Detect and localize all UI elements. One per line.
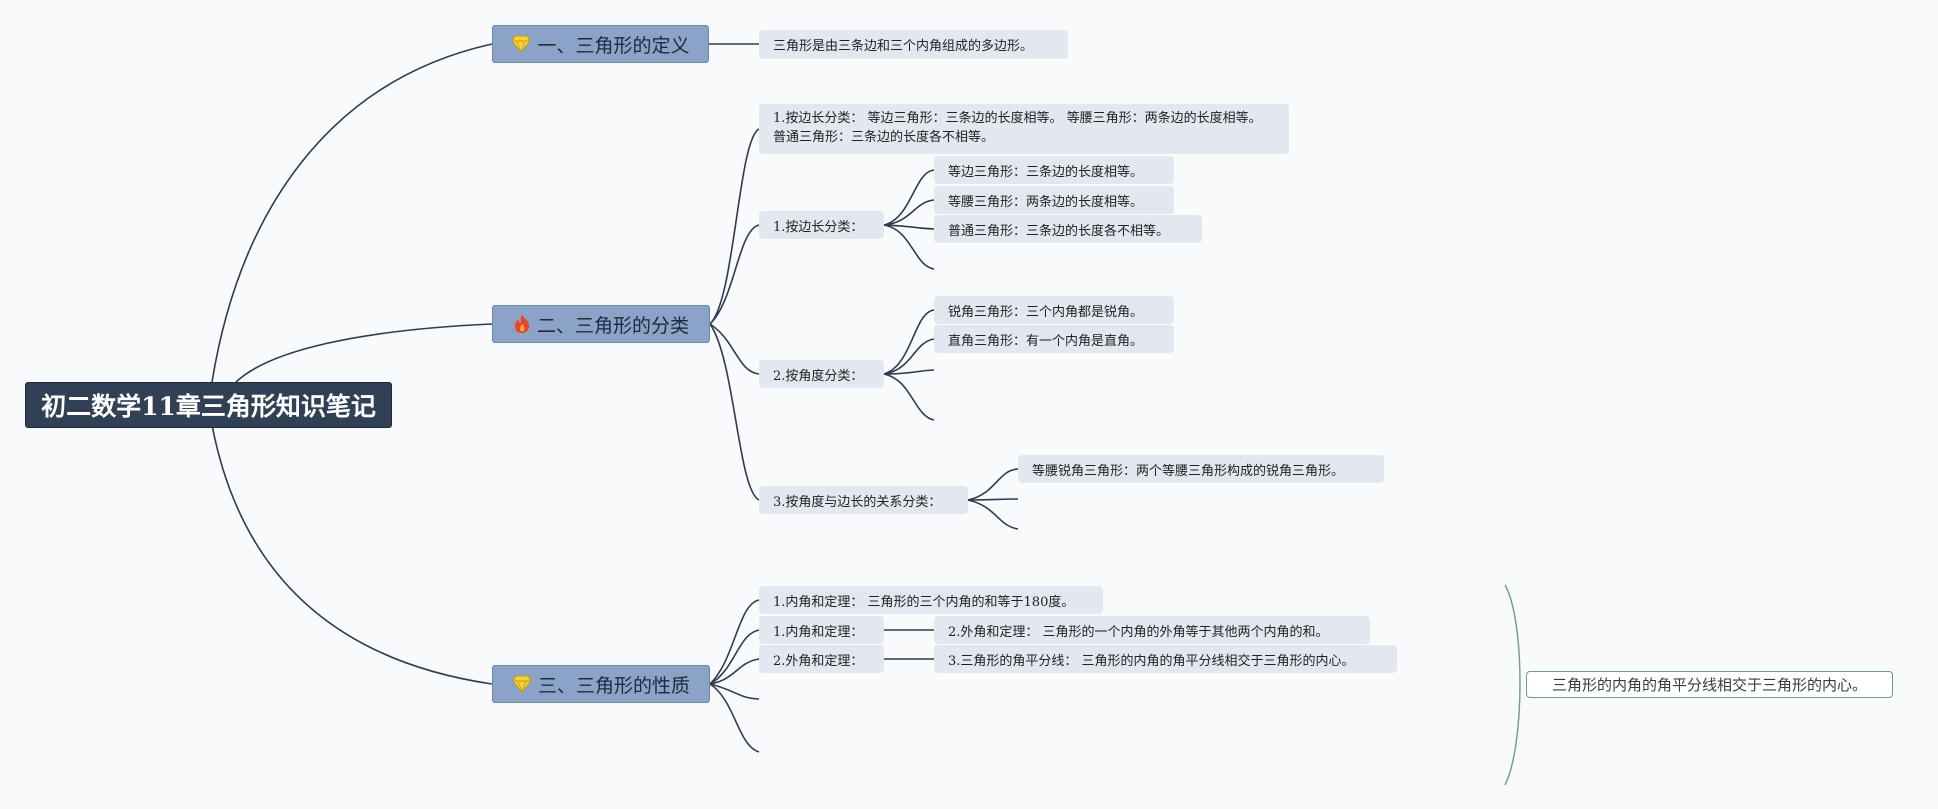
- definition-leaf[interactable]: 三角形是由三条边和三个内角组成的多边形。: [759, 30, 1068, 59]
- link-byangle-1: [883, 309, 935, 375]
- link-class-summary: [709, 128, 760, 325]
- branch-classification[interactable]: 二、三角形的分类: [492, 305, 710, 343]
- fire-icon: [513, 314, 531, 334]
- property-leaf[interactable]: 1.内角和定理： 三角形的三个内角的和等于180度。: [759, 586, 1103, 614]
- property-sub-leaf[interactable]: 2.外角和定理： 三角形的一个内角的外角等于其他两个内角的和。: [934, 616, 1370, 644]
- by-angle-item[interactable]: 直角三角形：有一个内角是直角。: [934, 325, 1174, 353]
- property-sub-text: 3.三角形的角平分线： 三角形的内角的角平分线相交于三角形的内心。: [948, 653, 1355, 669]
- link-prop-5: [709, 683, 760, 753]
- root-topic-label: 初二数学11章三角形知识笔记: [41, 392, 376, 421]
- property-sub-text: 2.外角和定理： 三角形的一个内角的外角等于其他两个内角的和。: [948, 624, 1329, 640]
- link-byangleside-2: [967, 498, 1019, 501]
- link-byangleside-1: [967, 468, 1019, 501]
- by-angle-side-item[interactable]: 等腰锐角三角形：两个等腰三角形构成的锐角三角形。: [1018, 455, 1384, 483]
- link-byside-4: [883, 224, 935, 270]
- classification-summary-leaf[interactable]: 1.按边长分类： 等边三角形：三条边的长度相等。 等腰三角形：两条边的长度相等。…: [759, 104, 1289, 154]
- by-side-item[interactable]: 普通三角形：三条边的长度各不相等。: [934, 215, 1202, 243]
- branch-classification-label: 二、三角形的分类: [536, 314, 689, 337]
- branch-definition[interactable]: 一、三角形的定义: [492, 25, 709, 63]
- link-class-byangleside: [709, 323, 760, 501]
- link-root-properties: [211, 424, 493, 685]
- link-prop-4: [709, 683, 760, 700]
- link-class-byangle: [709, 323, 760, 375]
- link-prop-3: [709, 658, 760, 685]
- summary-note[interactable]: 三角形的内角的角平分线相交于三角形的内心。: [1526, 671, 1893, 698]
- link-root-classification: [235, 323, 493, 383]
- by-angle-item-text: 直角三角形：有一个内角是直角。: [948, 333, 1144, 349]
- summary-brace: [1504, 584, 1521, 786]
- diamond-icon: [512, 675, 532, 693]
- property-text: 1.内角和定理： 三角形的三个内角的和等于180度。: [773, 594, 1075, 610]
- by-side-item-text: 等腰三角形：两条边的长度相等。: [948, 194, 1144, 210]
- link-byside-1: [883, 169, 935, 226]
- property-text: 1.内角和定理：: [773, 624, 864, 640]
- by-angle-side-item-text: 等腰锐角三角形：两个等腰三角形构成的锐角三角形。: [1032, 463, 1345, 479]
- by-side-topic[interactable]: 1.按边长分类：: [759, 211, 884, 239]
- by-angle-side-topic[interactable]: 3.按角度与边长的关系分类：: [759, 486, 968, 514]
- summary-note-text: 三角形的内角的角平分线相交于三角形的内心。: [1551, 676, 1867, 694]
- definition-text: 三角形是由三条边和三个内角组成的多边形。: [773, 39, 1034, 54]
- link-prop-2: [709, 629, 760, 685]
- root-topic[interactable]: 初二数学11章三角形知识笔记: [25, 382, 392, 428]
- link-root-definition: [211, 43, 493, 383]
- link-byangle-2: [883, 338, 935, 375]
- by-side-item[interactable]: 等腰三角形：两条边的长度相等。: [934, 186, 1174, 214]
- link-byangle-4: [883, 373, 935, 421]
- link-byangleside-3: [967, 499, 1019, 530]
- by-angle-item[interactable]: 锐角三角形：三个内角都是锐角。: [934, 296, 1174, 324]
- link-byside-2: [883, 199, 935, 226]
- property-leaf[interactable]: 1.内角和定理：: [759, 616, 884, 644]
- by-angle-side-label: 3.按角度与边长的关系分类：: [773, 494, 942, 510]
- property-text: 2.外角和定理：: [773, 653, 864, 669]
- link-byside-3: [883, 224, 935, 230]
- by-side-item-text: 等边三角形：三条边的长度相等。: [948, 164, 1144, 180]
- link-byangle-3: [883, 369, 935, 375]
- by-angle-label: 2.按角度分类：: [773, 368, 864, 384]
- property-sub-leaf[interactable]: 3.三角形的角平分线： 三角形的内角的角平分线相交于三角形的内心。: [934, 645, 1397, 673]
- by-side-label: 1.按边长分类：: [773, 219, 864, 235]
- by-side-item-text: 普通三角形：三条边的长度各不相等。: [948, 223, 1170, 239]
- link-prop-1: [709, 599, 760, 685]
- by-angle-item-text: 锐角三角形：三个内角都是锐角。: [948, 304, 1144, 320]
- branch-properties-label: 三、三角形的性质: [537, 674, 690, 697]
- by-angle-topic[interactable]: 2.按角度分类：: [759, 360, 884, 388]
- branch-definition-label: 一、三角形的定义: [537, 34, 690, 57]
- link-class-byside: [709, 224, 760, 325]
- branch-properties[interactable]: 三、三角形的性质: [492, 665, 710, 703]
- by-side-item[interactable]: 等边三角形：三条边的长度相等。: [934, 156, 1174, 184]
- classification-summary-text: 1.按边长分类： 等边三角形：三条边的长度相等。 等腰三角形：两条边的长度相等。…: [773, 111, 1262, 145]
- property-leaf[interactable]: 2.外角和定理：: [759, 645, 884, 673]
- diamond-icon: [511, 35, 532, 53]
